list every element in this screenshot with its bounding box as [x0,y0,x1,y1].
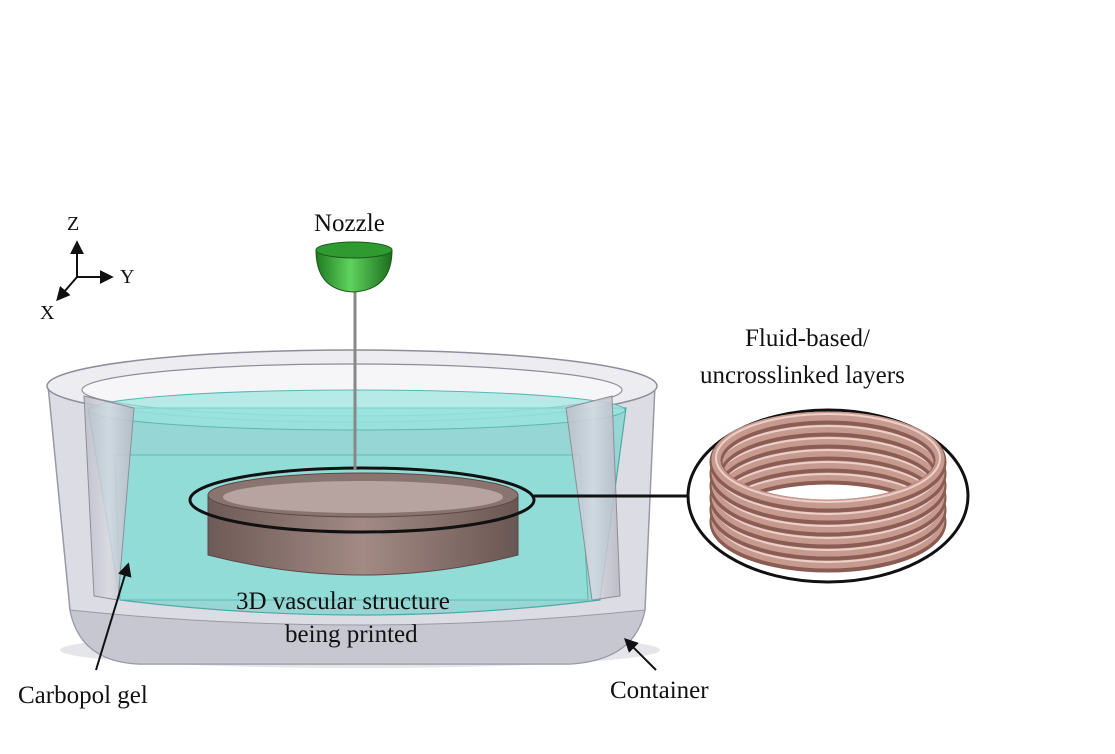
gel-pointer-arrow [95,562,132,671]
highlight-ellipse [188,466,536,534]
container-base [69,609,646,665]
gel-surface [88,389,626,431]
nozzle-cone [315,249,393,293]
z-axis-label: Z [67,213,80,235]
vascular-structure [207,472,519,576]
nozzle-top [315,241,393,259]
right-wall-panel [565,395,621,601]
container-walls [83,395,621,601]
axis-triad [56,240,114,302]
gel-label: Carbopol gel [18,682,148,709]
nozzle [315,241,393,470]
layer-ring-highlight [715,413,941,503]
container-label: Container [610,677,709,704]
structure-inner [223,481,503,513]
x-axis-arrow [56,276,78,302]
structure-label-line2: being printed [285,621,418,648]
fluid-label-line2: uncrosslinked layers [700,362,905,389]
structure-label-line1: 3D vascular structure [236,588,450,615]
nozzle-label: Nozzle [314,210,385,237]
layer-rings [709,411,947,573]
x-axis-label: X [40,302,55,324]
layers-inset [686,408,970,584]
structure-wall [207,494,519,576]
fluid-label-line1: Fluid-based/ [745,325,870,352]
container-pointer-arrow [624,638,657,671]
y-axis-label: Y [120,266,135,288]
